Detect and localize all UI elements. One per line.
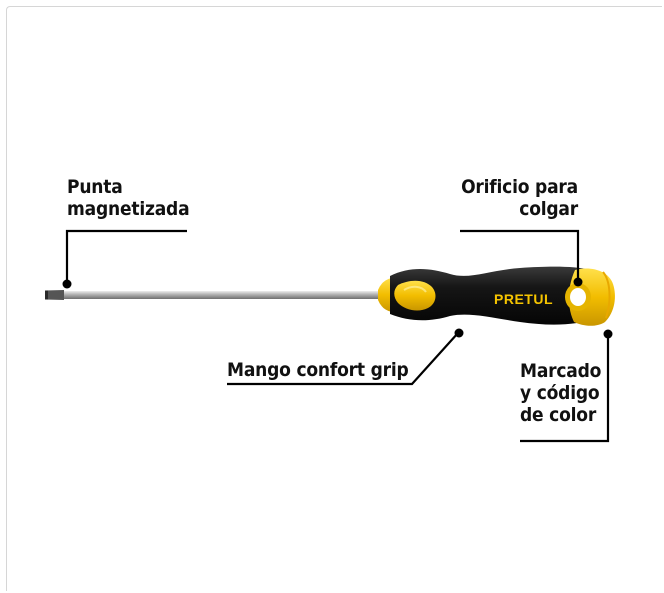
image-frame: [6, 6, 662, 591]
callout-marking-label: Marcado y código de color: [520, 360, 602, 426]
leader-lines: [65, 229, 610, 443]
callout-hole-label: Orificio para colgar: [461, 176, 578, 220]
handle: [378, 266, 615, 326]
shaft: [45, 290, 385, 300]
brand-logo: PRETUL: [494, 291, 553, 307]
callout-grip-label: Mango confort grip: [227, 359, 409, 381]
leader-dots: [62, 277, 613, 339]
callout-tip-label: Punta magnetizada: [67, 176, 190, 220]
